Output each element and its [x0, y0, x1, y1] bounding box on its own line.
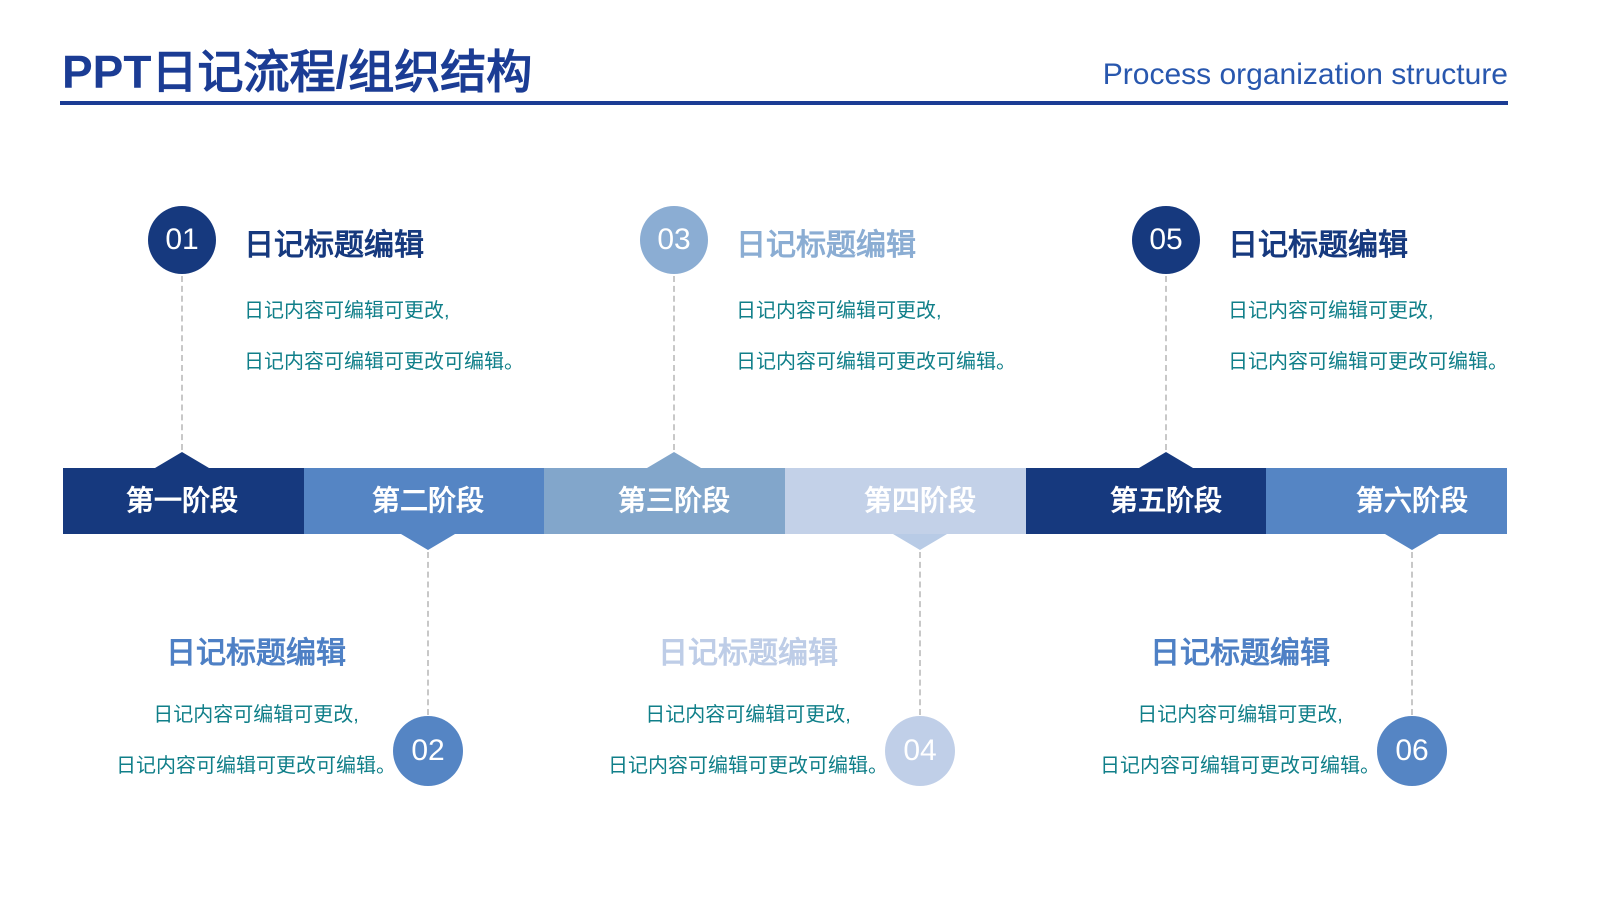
stage-5-card: 日记标题编辑 日记内容可编辑可更改, 日记内容可编辑可更改可编辑。	[1228, 220, 1568, 374]
stage-5-card-title: 日记标题编辑	[1228, 229, 1408, 262]
stage-4-notch-down	[893, 534, 947, 550]
timeline-segment-1	[63, 468, 304, 534]
stage-2-card-line2: 日记内容可编辑可更改可编辑。	[116, 755, 396, 777]
stage-2-notch-down	[401, 534, 455, 550]
stage-6-number-circle: 06	[1377, 716, 1447, 786]
stage-5-dashed-connector	[1165, 276, 1167, 450]
stage-2-label: 第二阶段	[371, 485, 484, 516]
stage-4-dashed-connector	[919, 552, 921, 715]
stage-3-card-line1: 日记内容可编辑可更改,	[736, 300, 942, 322]
stage-6-card-title: 日记标题编辑	[1150, 637, 1330, 670]
timeline-segment-3	[544, 468, 786, 534]
stage-6-card: 日记标题编辑 日记内容可编辑可更改, 日记内容可编辑可更改可编辑。	[1060, 628, 1420, 778]
stage-3-notch-up	[647, 452, 701, 468]
stage-3-card-line2: 日记内容可编辑可更改可编辑。	[736, 351, 1016, 373]
stage-5-card-line2: 日记内容可编辑可更改可编辑。	[1228, 351, 1508, 373]
stage-1-card-title: 日记标题编辑	[244, 229, 424, 262]
stage-1-card-line1: 日记内容可编辑可更改,	[244, 300, 450, 322]
stage-3-number: 03	[657, 223, 691, 256]
timeline-segment-6	[1266, 468, 1508, 534]
stage-4-card-title: 日记标题编辑	[658, 637, 838, 670]
stage-2-dashed-connector	[427, 552, 429, 715]
stage-5-card-line1: 日记内容可编辑可更改,	[1228, 300, 1434, 322]
stage-6-card-line2: 日记内容可编辑可更改可编辑。	[1100, 755, 1380, 777]
stage-1-card: 日记标题编辑 日记内容可编辑可更改, 日记内容可编辑可更改可编辑。	[244, 220, 584, 374]
stage-3-number-circle: 03	[640, 206, 708, 274]
stage-2-card: 日记标题编辑 日记内容可编辑可更改, 日记内容可编辑可更改可编辑。	[76, 628, 436, 778]
stage-4-label: 第四阶段	[863, 485, 976, 516]
stage-4-card: 日记标题编辑 日记内容可编辑可更改, 日记内容可编辑可更改可编辑。	[568, 628, 928, 778]
stage-1-dashed-connector	[181, 276, 183, 450]
stage-6-notch-down	[1385, 534, 1439, 550]
stage-5-number: 05	[1149, 223, 1183, 256]
stage-6-dashed-connector	[1411, 552, 1413, 715]
stage-4-card-line1: 日记内容可编辑可更改,	[645, 704, 851, 726]
stage-3-dashed-connector	[673, 276, 675, 450]
stage-1-card-line2: 日记内容可编辑可更改可编辑。	[244, 351, 524, 373]
timeline-segment-4	[785, 468, 1026, 534]
timeline-segment-5	[1025, 468, 1267, 534]
stage-2-number: 02	[411, 734, 445, 767]
stage-5-label: 第五阶段	[1109, 485, 1222, 516]
stage-1-label: 第一阶段	[125, 485, 238, 516]
stage-3-card-title: 日记标题编辑	[736, 229, 916, 262]
stage-1-number: 01	[165, 223, 199, 256]
stage-4-number-circle: 04	[885, 716, 955, 786]
stage-5-number-circle: 05	[1132, 206, 1200, 274]
stage-2-number-circle: 02	[393, 716, 463, 786]
stage-1-number-circle: 01	[148, 206, 216, 274]
stage-1-notch-up	[155, 452, 209, 468]
stage-6-label: 第六阶段	[1355, 485, 1468, 516]
timeline-bar	[63, 468, 1508, 534]
stage-2-card-title: 日记标题编辑	[166, 637, 346, 670]
stage-4-number: 04	[903, 734, 937, 767]
stage-4-card-line2: 日记内容可编辑可更改可编辑。	[608, 755, 888, 777]
stage-2-card-line1: 日记内容可编辑可更改,	[153, 704, 359, 726]
stage-3-label: 第三阶段	[617, 485, 730, 516]
stage-6-card-line1: 日记内容可编辑可更改,	[1137, 704, 1343, 726]
stage-3-card: 日记标题编辑 日记内容可编辑可更改, 日记内容可编辑可更改可编辑。	[736, 220, 1076, 374]
stage-5-notch-up	[1139, 452, 1193, 468]
header-divider	[60, 101, 1508, 105]
page-subtitle: Process organization structure	[1102, 58, 1508, 91]
stage-6-number: 06	[1395, 734, 1429, 767]
page-title: PPT日记流程/组织结构	[62, 46, 533, 98]
timeline-segment-2	[303, 468, 545, 534]
